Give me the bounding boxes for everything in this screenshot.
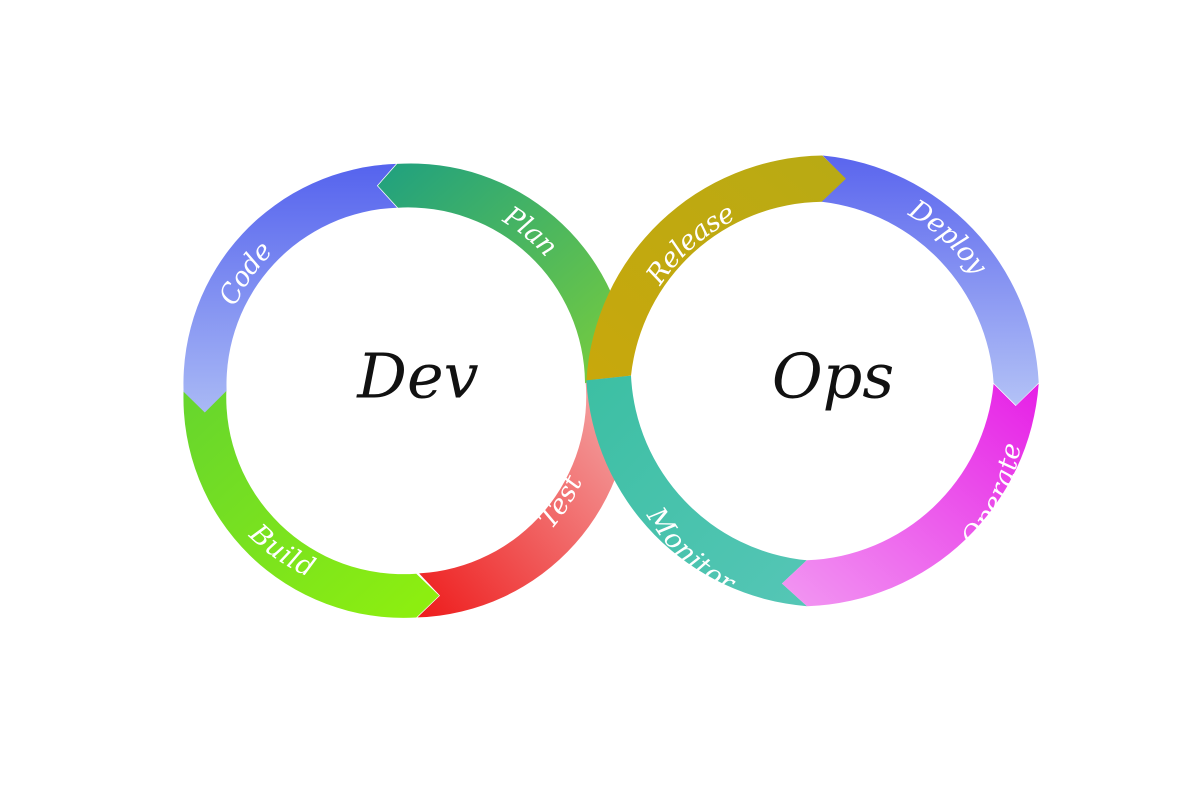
stage-operate-arrow — [782, 383, 1039, 607]
stage-deploy-arrow — [821, 155, 1039, 406]
dev-title: Dev — [356, 340, 478, 413]
ops-title: Ops — [772, 340, 894, 413]
stage-code-arrow — [183, 163, 397, 413]
stage-build-arrow — [183, 389, 440, 618]
stage-release-arrow — [586, 155, 847, 381]
ops-ring — [586, 155, 1039, 607]
stage-monitor-arrow — [586, 375, 808, 607]
